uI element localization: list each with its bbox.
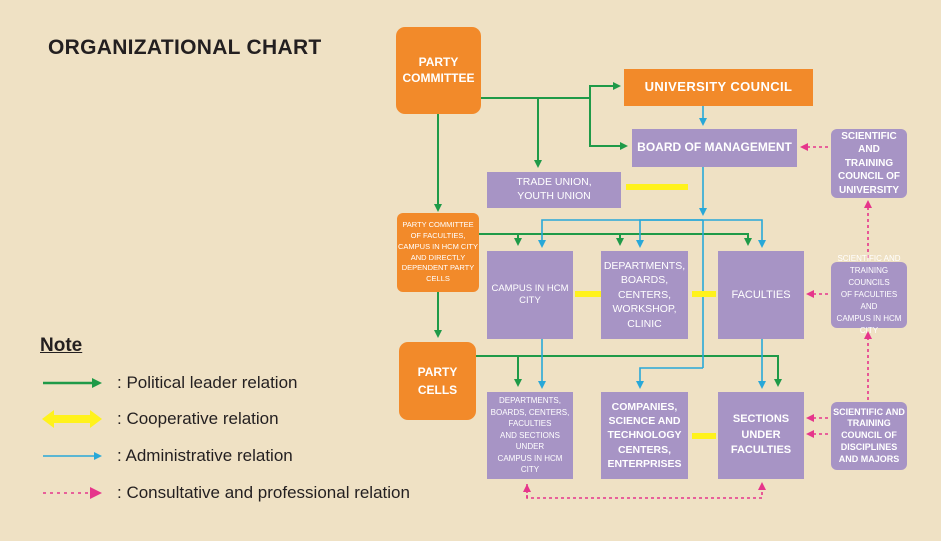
legend-title: Note <box>40 335 83 356</box>
companies-box: COMPANIES, SCIENCE AND TECHNOLOGY CENTER… <box>601 392 688 479</box>
sections-under-faculties-box: SECTIONS UNDER FACULTIES <box>718 392 804 479</box>
legend-label-cooperative: : Cooperative relation <box>117 409 279 428</box>
departments-under-campus-box: DEPARTMENTS, BOARDS, CENTERS, FACULTIES … <box>487 392 573 479</box>
faculties-box: FACULTIES <box>718 251 804 339</box>
green-arrow-icon <box>43 378 102 388</box>
legend-label-consultative: : Consultative and professional relation <box>117 483 410 502</box>
legend-item-political: : Political leader relation <box>40 371 400 395</box>
scientific-council-disciplines-box: SCIENTIFIC AND TRAINING COUNCIL OF DISCI… <box>831 402 907 470</box>
party-cells-box: PARTY CELLS <box>399 342 476 420</box>
scientific-council-university-box: SCIENTIFIC AND TRAINING COUNCIL OF UNIVE… <box>831 129 907 198</box>
pink-dotted-arrow-icon <box>43 487 102 499</box>
board-of-management-box: BOARD OF MANAGEMENT <box>632 129 797 167</box>
party-committee-box: PARTY COMMITTEE <box>396 27 481 114</box>
administrative-relation-lines <box>538 106 766 389</box>
legend-item-administrative: : Administrative relation <box>40 444 400 468</box>
trade-union-box: TRADE UNION, YOUTH UNION <box>487 172 621 208</box>
university-council-box: UNIVERSITY COUNCIL <box>624 69 813 106</box>
legend-label-political: : Political leader relation <box>117 373 298 392</box>
yellow-double-arrow-icon <box>42 410 102 428</box>
blue-arrow-icon <box>43 452 102 460</box>
scientific-councils-faculties-box: SCIENTIFIC AND TRAINING COUNCILS OF FACU… <box>831 254 907 335</box>
legend-item-consultative: : Consultative and professional relation <box>40 481 410 505</box>
political-relation-lines <box>434 82 782 387</box>
cooperative-relation-bars <box>575 184 716 439</box>
party-committee-faculties-box: PARTY COMMITTEE OF FACULTIES, CAMPUS IN … <box>397 213 479 292</box>
consultative-relation-lines <box>523 143 872 499</box>
departments-boards-box: DEPARTMENTS, BOARDS, CENTERS, WORKSHOP, … <box>601 251 688 339</box>
chart-title: ORGANIZATIONAL CHART <box>48 36 322 59</box>
legend-item-cooperative: : Cooperative relation <box>40 407 400 431</box>
legend-label-administrative: : Administrative relation <box>117 446 293 465</box>
campus-hcm-box: CAMPUS IN HCM CITY <box>487 251 573 339</box>
